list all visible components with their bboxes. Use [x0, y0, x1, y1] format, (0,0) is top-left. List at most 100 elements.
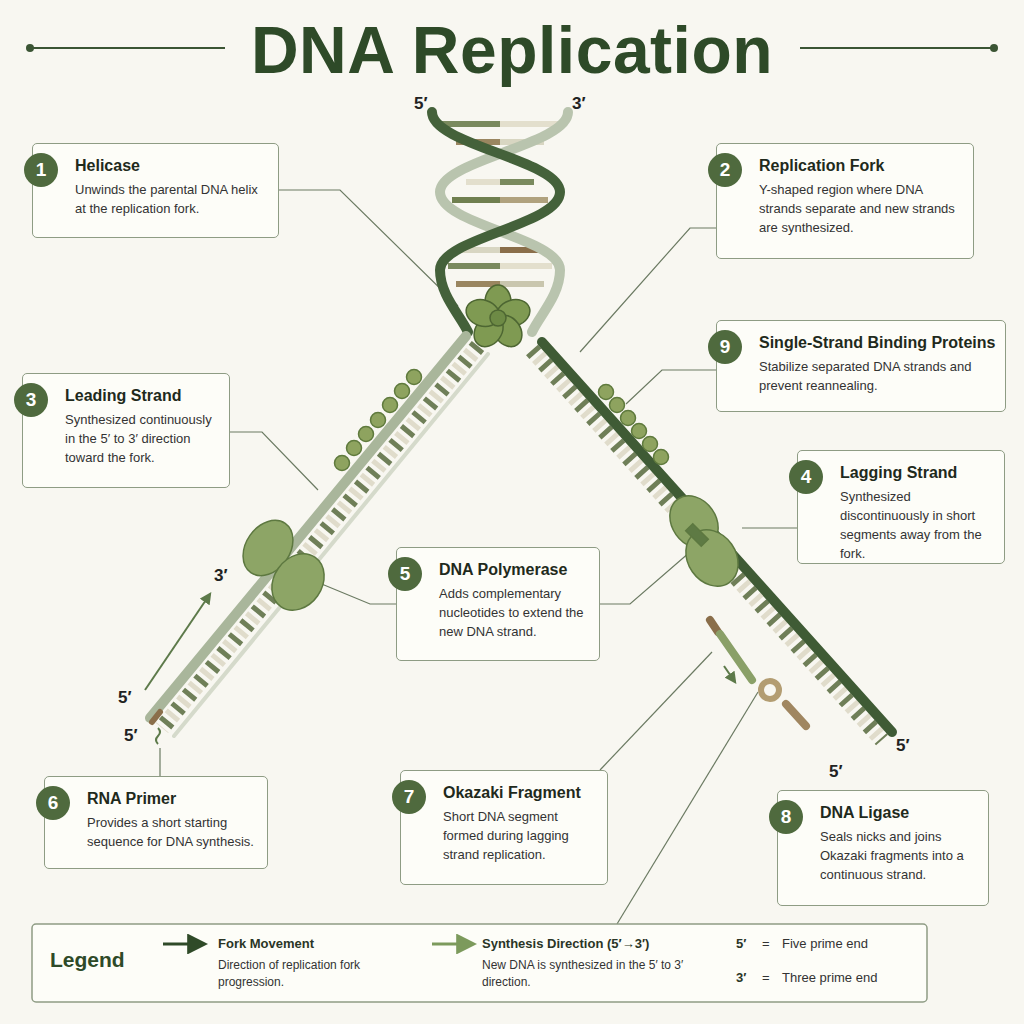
ssb-bead — [643, 437, 658, 452]
helicase-symbol — [463, 285, 534, 352]
base-pair — [500, 263, 552, 269]
callout-number: 2 — [708, 153, 742, 187]
callout-heading: Single-Strand Binding Proteins — [759, 334, 997, 352]
primer-piece — [710, 620, 718, 632]
callout-heading: Okazaki Fragment — [443, 784, 599, 802]
leader-line — [742, 527, 797, 528]
leader-line — [600, 652, 712, 770]
callout-heading: DNA Polymerase — [439, 561, 591, 579]
callout-number: 7 — [392, 780, 426, 814]
base-pair — [500, 121, 558, 127]
leader-line — [600, 552, 690, 604]
base-pair — [452, 197, 500, 203]
base-pair — [500, 197, 548, 203]
legend-frame — [32, 924, 927, 1002]
helix-strand — [440, 112, 568, 332]
polymerase-lobe — [675, 520, 749, 597]
ssb-bead — [335, 456, 350, 471]
callout-body: Seals nicks and joins Okazaki fragments … — [820, 828, 980, 885]
title-rule-dot — [26, 44, 34, 52]
ssb-bead — [347, 441, 362, 456]
polymerase-lobe — [261, 544, 335, 621]
strand-end-label: 3′ — [572, 94, 586, 114]
ssb-bead — [632, 424, 647, 439]
strand-end-label: 5′ — [829, 762, 843, 782]
callout-body: Short DNA segment formed during lagging … — [443, 808, 599, 865]
primer-piece — [152, 712, 160, 722]
helix-strand — [432, 112, 560, 332]
base-pair — [500, 179, 534, 185]
callout-box: 2Replication ForkY-shaped region where D… — [716, 143, 974, 259]
base-pair — [442, 121, 500, 127]
legend-label: Synthesis Direction (5′→3′) — [482, 936, 649, 951]
callout-body: Y-shaped region where DNA strands separa… — [759, 181, 965, 238]
callout-body: Synthesized continuously in the 5′ to 3′… — [65, 411, 221, 468]
callout-box: 4Lagging StrandSynthesized discontinuous… — [797, 450, 1005, 564]
base-pairs — [442, 124, 558, 284]
legend-sample — [160, 934, 210, 954]
ssb-bead — [599, 385, 614, 400]
legend-key: Five prime end — [782, 936, 868, 951]
polymerase-clamp — [686, 524, 709, 547]
ssb-bead — [371, 413, 386, 428]
callout-box: 8DNA LigaseSeals nicks and joins Okazaki… — [777, 790, 989, 906]
strand-end-label: 5′ — [118, 688, 132, 708]
primer-squiggle — [156, 728, 160, 744]
callout-body: Provides a short starting sequence for D… — [87, 814, 259, 852]
legend-key: = — [762, 936, 770, 951]
double-helix — [432, 112, 568, 332]
legend-arrow — [432, 943, 473, 946]
callout-body: Stabilize separated DNA strands and prev… — [759, 358, 997, 396]
ssb-bead — [395, 384, 410, 399]
leader-line — [159, 748, 160, 776]
ssb-bead — [654, 450, 669, 465]
rna-primer-symbol — [152, 712, 160, 744]
callout-number: 5 — [388, 557, 422, 591]
callout-box: 5DNA PolymeraseAdds complementary nucleo… — [396, 547, 600, 661]
callout-heading: DNA Ligase — [820, 804, 980, 822]
leader-line — [626, 370, 716, 404]
strand-end-label: 5′ — [896, 736, 910, 756]
title-rule — [800, 47, 994, 49]
ssb-bead — [621, 411, 636, 426]
ligase-symbol — [761, 681, 806, 726]
ligase-piece — [786, 704, 806, 726]
callout-heading: RNA Primer — [87, 790, 259, 808]
legend-description: New DNA is synthesized in the 5′ to 3′ d… — [482, 957, 702, 991]
leader-line — [580, 228, 716, 352]
legend-key: Three prime end — [782, 970, 877, 985]
legend-key: 3′ — [736, 970, 746, 985]
ligase-ring — [761, 681, 779, 699]
title-rule-dot — [990, 44, 998, 52]
legend-description: Direction of replication fork progressio… — [218, 957, 408, 991]
strand-end-label: 5′ — [124, 726, 138, 746]
callout-number: 6 — [36, 786, 70, 820]
callout-heading: Lagging Strand — [840, 464, 996, 482]
legend-label: Fork Movement — [218, 936, 314, 951]
callout-box: 1HelicaseUnwinds the parental DNA helix … — [32, 143, 279, 238]
legend-title: Legend — [50, 948, 125, 972]
legend-arrow — [163, 943, 204, 946]
callout-number: 1 — [24, 153, 58, 187]
callout-box: 6RNA PrimerProvides a short starting seq… — [44, 776, 268, 869]
callout-box: 3Leading StrandSynthesized continuously … — [22, 373, 230, 488]
strand-end-label: 5′ — [414, 94, 428, 114]
callout-box: 9Single-Strand Binding ProteinsStabilize… — [716, 320, 1006, 412]
leader-line — [279, 190, 458, 306]
callout-heading: Leading Strand — [65, 387, 221, 405]
callout-body: Adds complementary nucleotides to extend… — [439, 585, 591, 642]
synthesis-arrow — [724, 666, 735, 682]
callout-number: 9 — [708, 330, 742, 364]
helicase-core — [490, 310, 506, 326]
callout-heading: Replication Fork — [759, 157, 965, 175]
callout-box: 7Okazaki FragmentShort DNA segment forme… — [400, 770, 608, 885]
base-pair — [500, 281, 544, 287]
strand-end-label: 3′ — [214, 566, 228, 586]
synthesis-arrow — [145, 594, 210, 690]
legend-sample — [429, 934, 479, 954]
ssb-bead — [383, 398, 398, 413]
fragment — [720, 634, 752, 680]
ssb-proteins — [335, 370, 669, 471]
